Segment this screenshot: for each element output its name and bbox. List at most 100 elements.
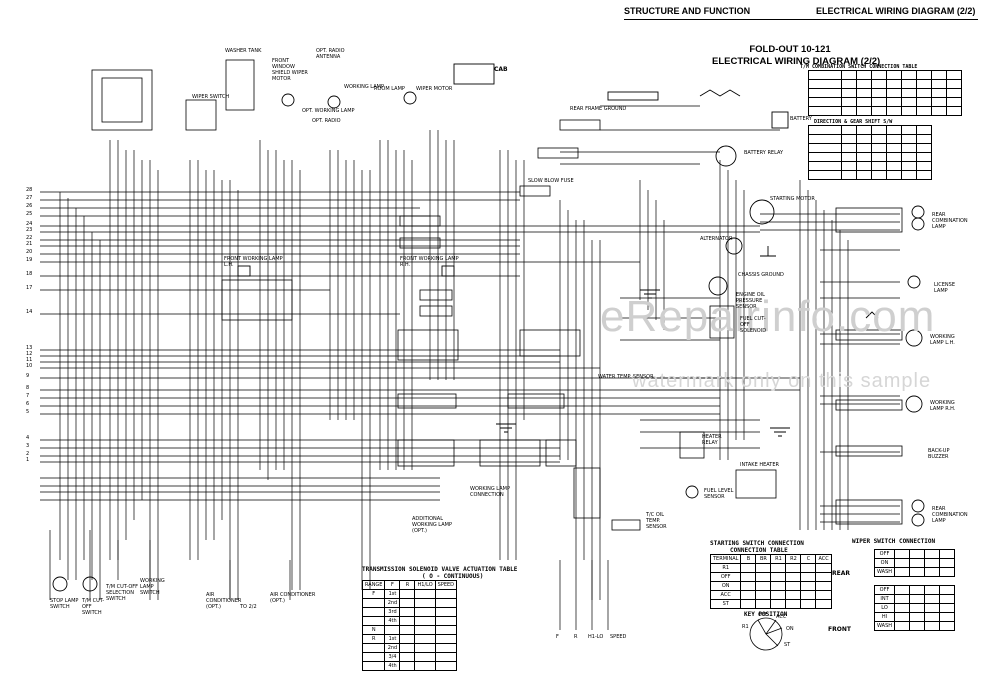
starting-switch-table: STARTING SWITCH CONNECTION CONNECTION TA… — [709, 540, 832, 618]
wire-number: 18 — [26, 271, 33, 277]
wiper-rear-label: REAR — [832, 570, 850, 577]
table-cell — [361, 607, 386, 617]
table-cell — [924, 594, 941, 604]
table-cell — [755, 572, 772, 582]
washer-tank-label: WASHER TANK — [225, 48, 262, 54]
tm-combination-table: T/M COMBINATION SWITCH CONNECTION TABLE … — [800, 64, 962, 180]
table-cell — [909, 567, 926, 577]
table-cell — [399, 634, 416, 644]
foldout-subtitle: ELECTRICAL WIRING DIAGRAM (2/2) — [712, 56, 881, 67]
fuel-level-sensor-label: FUEL LEVEL SENSOR — [704, 488, 734, 500]
table-cell — [755, 599, 772, 609]
wire-number: 14 — [26, 309, 33, 315]
table-cell — [909, 612, 926, 622]
wiper-front-label: FRONT — [828, 626, 851, 633]
table-cell — [770, 590, 787, 600]
table-cell: 2nd — [384, 598, 401, 608]
transmission-table-subtitle: ( O - CONTINUOUS) — [422, 573, 484, 580]
tm-combination-title: T/M COMBINATION SWITCH CONNECTION TABLE — [800, 64, 918, 70]
watermark-main: eRepairinfo.com — [600, 292, 936, 341]
wire-number: 21 — [26, 241, 33, 247]
table-cell: 3/4 — [384, 652, 401, 662]
direction-table-title: DIRECTION & GEAR SHIFT S/W — [814, 119, 893, 125]
table-cell — [909, 549, 926, 559]
air-conditioner-2-label: AIR CONDITIONER (OPT.) — [270, 592, 316, 604]
table-cell — [815, 590, 832, 600]
table-header-cell: R2 — [785, 554, 802, 564]
working-lamp-rh-symbol — [905, 395, 923, 413]
oil-pressure-symbol — [708, 276, 728, 296]
front-wiper-motor-label: FRONT WINDOW SHIELD WIPER MOTOR — [272, 58, 308, 82]
component-symbols — [52, 63, 925, 592]
wire-number: 11 — [26, 357, 33, 363]
license-lamp-symbol — [907, 275, 921, 289]
table-cell — [939, 558, 956, 568]
slow-blow-fuse-rear-symbol — [607, 91, 659, 101]
table-cell: R — [361, 634, 386, 644]
table-cell — [800, 572, 817, 582]
solenoid-label: F — [556, 634, 559, 640]
table-cell — [785, 581, 802, 591]
additional-working-lamp-label: ADDITIONAL WORKING LAMP (OPT.) — [412, 516, 452, 534]
header-right: ELECTRICAL WIRING DIAGRAM (2/2) — [816, 6, 976, 16]
table-cell — [384, 625, 401, 635]
wire-bundle-horizontal — [40, 105, 900, 630]
wire-number: 6 — [26, 401, 30, 407]
working-lamp-connection-label: WORKING LAMP CONNECTION — [470, 486, 510, 498]
transmission-table-title: TRANSMISSION SOLENOID VALVE ACTUATION TA… — [362, 566, 518, 573]
table-cell — [894, 558, 911, 568]
table-cell — [361, 661, 386, 671]
tm-cutoff-switch-label: T/M CUT-OFF SWITCH — [82, 598, 105, 616]
table-row: 2nd — [361, 643, 458, 653]
table-header-cell: TERMINAL — [709, 554, 742, 564]
table-cell — [939, 567, 956, 577]
table-cell — [909, 594, 926, 604]
working-lamp-lh-label: WORKING LAMP L.H. — [930, 334, 955, 346]
table-header-cell: R — [399, 580, 416, 590]
table-cell: HI — [873, 612, 896, 622]
wire-number: 4 — [26, 435, 30, 441]
fuel-cut-solenoid-label: FUEL CUT-OFF SOLENOID — [740, 316, 767, 334]
table-cell — [361, 643, 386, 653]
wire-number: 8 — [26, 385, 30, 391]
table-header-cell: B — [740, 554, 757, 564]
battery-label: BATTERY — [790, 116, 812, 122]
room-lamp-label: ROOM LAMP — [374, 86, 405, 92]
connection-table-title: CONNECTION TABLE — [730, 547, 788, 554]
table-cell: 1st — [384, 589, 401, 599]
working-lamp-label: WORKING LAMP — [344, 84, 384, 90]
to-2-2-label: TO 2/2 — [240, 604, 257, 610]
table-row: ON — [873, 558, 956, 568]
rear-frame-ground-label: REAR FRAME GROUND — [570, 106, 627, 112]
rear-combo-lamp-symbol — [911, 205, 925, 219]
table-cell — [414, 616, 436, 626]
wire-number: 22 — [26, 235, 33, 241]
slow-blow-fuse-label: SLOW BLOW FUSE — [528, 178, 574, 184]
wire-number: 28 — [26, 187, 33, 193]
table-cell — [894, 567, 911, 577]
chassis-ground-label: CHASSIS GROUND — [738, 272, 784, 278]
table-cell: F — [361, 589, 386, 599]
table-row: HI — [873, 612, 956, 622]
table-cell — [894, 621, 911, 631]
connector-blocks — [91, 59, 903, 531]
table-cell: WASH — [873, 567, 896, 577]
table-cell — [939, 621, 956, 631]
table-cell: OFF — [709, 572, 742, 582]
wire-number: 3 — [26, 443, 30, 449]
wire-number: 5 — [26, 409, 30, 415]
table-cell — [924, 549, 941, 559]
table-header-cell: H1/LO — [414, 580, 436, 590]
table-row: 2nd — [361, 598, 458, 608]
wire-number: 12 — [26, 351, 33, 357]
table-cell — [909, 621, 926, 631]
transmission-table: TRANSMISSION SOLENOID VALVE ACTUATION TA… — [361, 566, 518, 671]
table-row: N — [361, 625, 458, 635]
key-on: ON — [786, 626, 794, 632]
table-cell — [924, 567, 941, 577]
table-cell: ON — [873, 558, 896, 568]
